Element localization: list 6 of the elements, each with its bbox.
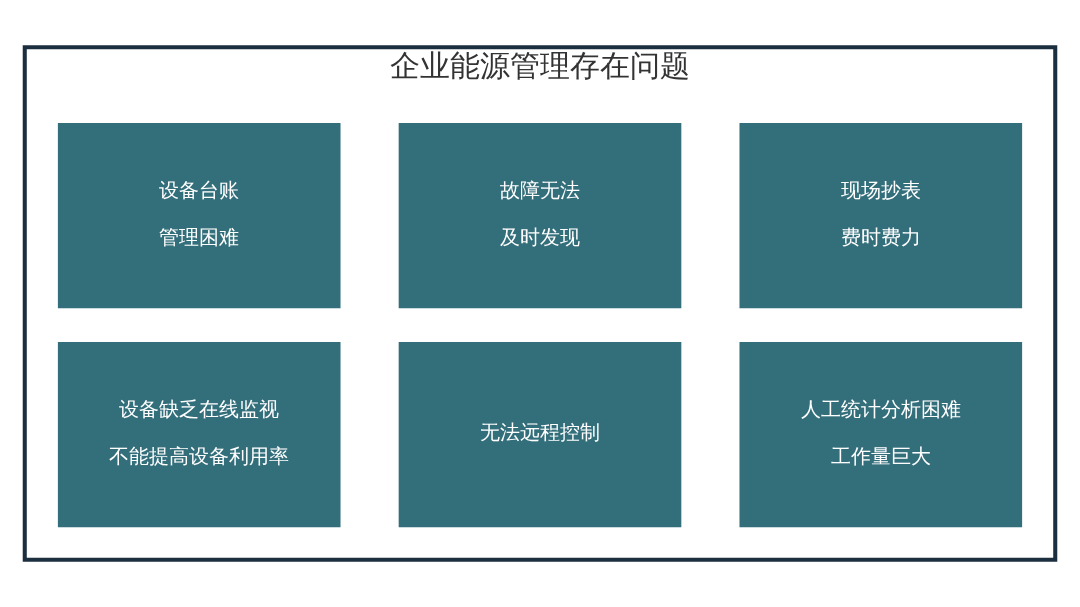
node-box: 设备缺乏在线监视 不能提高设备利用率: [57, 342, 341, 528]
node-box: 现场抄表 费时费力: [739, 122, 1023, 309]
node-box: 设备台账 管理困难: [57, 122, 341, 309]
node-box: 故障无法 及时发现: [398, 122, 682, 309]
node-box: 人工统计分析困难 工作量巨大: [739, 342, 1023, 528]
node-box: 无法远程控制: [398, 342, 682, 528]
